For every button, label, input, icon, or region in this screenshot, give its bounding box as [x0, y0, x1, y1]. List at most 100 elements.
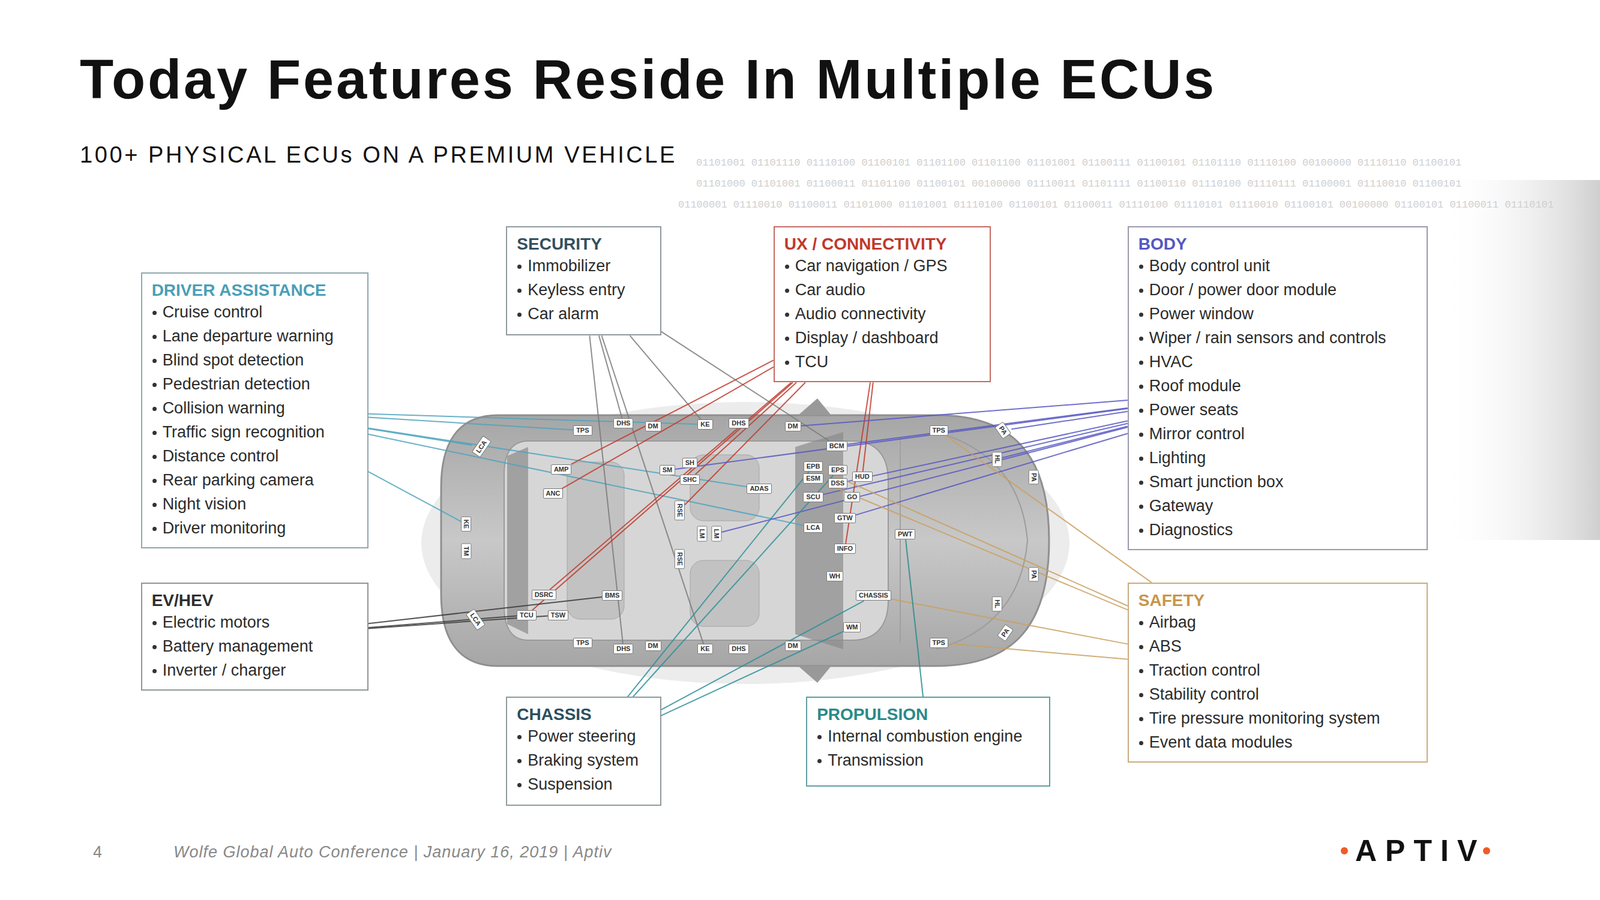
bullet-row: Car navigation / GPS	[784, 255, 981, 280]
connector-line	[905, 539, 924, 697]
bullet-row: Rear parking camera	[151, 469, 358, 494]
ecu-tag: DHS	[613, 418, 634, 429]
bullet-row: Mirror control	[1138, 423, 1417, 448]
ecu-name: LM	[712, 528, 721, 539]
feature-box: SAFETYAirbagABSTraction controlStability…	[1127, 582, 1428, 763]
ecu-name: INFO	[837, 544, 853, 553]
ecu-tag: TM	[461, 543, 472, 559]
bullet-dot	[1139, 645, 1144, 650]
ecu-tag: KE	[461, 516, 472, 532]
feature-box: PROPULSIONInternal combustion engineTran…	[806, 696, 1050, 787]
ecu-tag: ANC	[543, 488, 564, 499]
ecu-name: DSRC	[534, 591, 554, 599]
hood-seam	[899, 438, 901, 644]
ecu-name: LM	[698, 528, 706, 539]
bullet-dot	[152, 669, 157, 674]
bullet-dot	[1139, 264, 1144, 269]
ecu-name: PWT	[897, 530, 913, 538]
bullet-text: Wiper / rain sensors and controls	[1149, 328, 1387, 347]
connector-line	[847, 420, 1128, 482]
bullet-dot	[152, 358, 157, 364]
car-mirror	[798, 666, 832, 683]
box-heading: EV/HEV	[151, 589, 358, 612]
bullet-text: Power window	[1149, 304, 1254, 323]
bullet-text: Diagnostics	[1149, 520, 1234, 539]
bullet-row: Electric motors	[151, 611, 358, 636]
bullet-row: Traffic sign recognition	[151, 421, 358, 446]
bullet-dot	[152, 382, 157, 388]
ecu-tag: BCM	[826, 441, 848, 452]
ecu-tag: TSW	[547, 610, 569, 621]
bullet-row: Inverter / charger	[151, 659, 358, 684]
bullet-text: Gateway	[1149, 496, 1214, 515]
connector-line	[368, 597, 602, 624]
bullet-row: Gateway	[1138, 495, 1417, 520]
connector-line	[891, 599, 1128, 645]
bullet-text: Lighting	[1149, 448, 1207, 467]
connector-line	[847, 408, 1128, 445]
ecu-tag: ESM	[803, 473, 824, 484]
car-seat	[690, 560, 760, 627]
ecu-tag: DSS	[828, 478, 849, 489]
ecu-tag: DHS	[728, 418, 749, 429]
bullet-row: Suspension	[516, 773, 650, 798]
bullet-dot	[517, 264, 522, 269]
bullet-row: Audio connectivity	[784, 303, 981, 328]
bullet-text: Lane departure warning	[162, 327, 334, 346]
binary-watermark: 01100001 01110010 01100011 01101000 0110…	[678, 199, 1554, 212]
box-heading: PROPULSION	[816, 703, 1039, 726]
bullet-dot	[152, 621, 157, 626]
connector-line	[801, 400, 1128, 427]
bullet-row: Pedestrian detection	[151, 373, 358, 398]
box-heading: UX / CONNECTIVITY	[784, 232, 981, 256]
bullet-text: Blind spot detection	[162, 351, 305, 370]
bullet-row: Display / dashboard	[784, 327, 981, 352]
bullet-row: Internal combustion engine	[816, 725, 1039, 750]
bullet-dot	[152, 502, 157, 508]
bullet-text: Traction control	[1149, 661, 1261, 680]
ecu-name: HL	[993, 454, 1002, 464]
ecu-tag: DM	[645, 421, 662, 432]
ecu-name: ADAS	[749, 484, 769, 493]
bullet-row: Smart junction box	[1138, 471, 1417, 496]
ecu-name: RSE	[676, 552, 684, 566]
ecu-name: SM	[662, 466, 673, 474]
connector-line	[368, 427, 748, 487]
bullet-text: Internal combustion engine	[827, 727, 1023, 746]
bullet-row: Transmission	[816, 749, 1039, 774]
ecu-tag: DHS	[613, 643, 634, 655]
ecu-name: ANC	[546, 489, 561, 497]
bullet-dot	[1139, 384, 1144, 389]
bullet-text: Airbag	[1149, 613, 1197, 632]
ecu-name: ESM	[806, 474, 821, 482]
ecu-tag: TPS	[929, 637, 949, 649]
ecu-name: TCU	[519, 611, 534, 619]
ecu-name: LCA	[806, 523, 821, 532]
bullet-text: TCU	[795, 352, 829, 371]
bullet-dot	[152, 454, 157, 460]
ecu-tag: SHC	[679, 474, 700, 485]
ecu-tag: HL	[992, 451, 1003, 467]
ecu-name: HL	[993, 599, 1002, 609]
bullet-dot	[1139, 360, 1144, 365]
bullet-text: Display / dashboard	[795, 328, 939, 347]
bullet-dot	[1139, 288, 1144, 293]
feature-box: BODYBody control unitDoor / power door m…	[1127, 226, 1428, 551]
bullet-dot	[784, 336, 790, 341]
bullet-row: Car alarm	[516, 303, 650, 328]
ecu-name: WH	[829, 572, 841, 580]
connector-line	[601, 335, 704, 644]
bullet-dot	[817, 759, 822, 764]
ecu-tag: TPS	[929, 425, 949, 436]
connector-line	[945, 435, 1152, 583]
bullet-dot	[152, 645, 157, 650]
feature-box: SECURITYImmobilizerKeyless entryCar alar…	[505, 226, 661, 336]
bullet-row: Tire pressure monitoring system	[1138, 707, 1417, 732]
bullet-dot	[1139, 621, 1144, 626]
box-heading: SAFETY	[1138, 589, 1417, 612]
connector-line	[661, 600, 865, 710]
ecu-tag: WH	[826, 571, 844, 582]
connector-line	[721, 427, 1128, 533]
ecu-tag: DSRC	[531, 589, 557, 601]
bullet-dot	[1139, 408, 1144, 413]
